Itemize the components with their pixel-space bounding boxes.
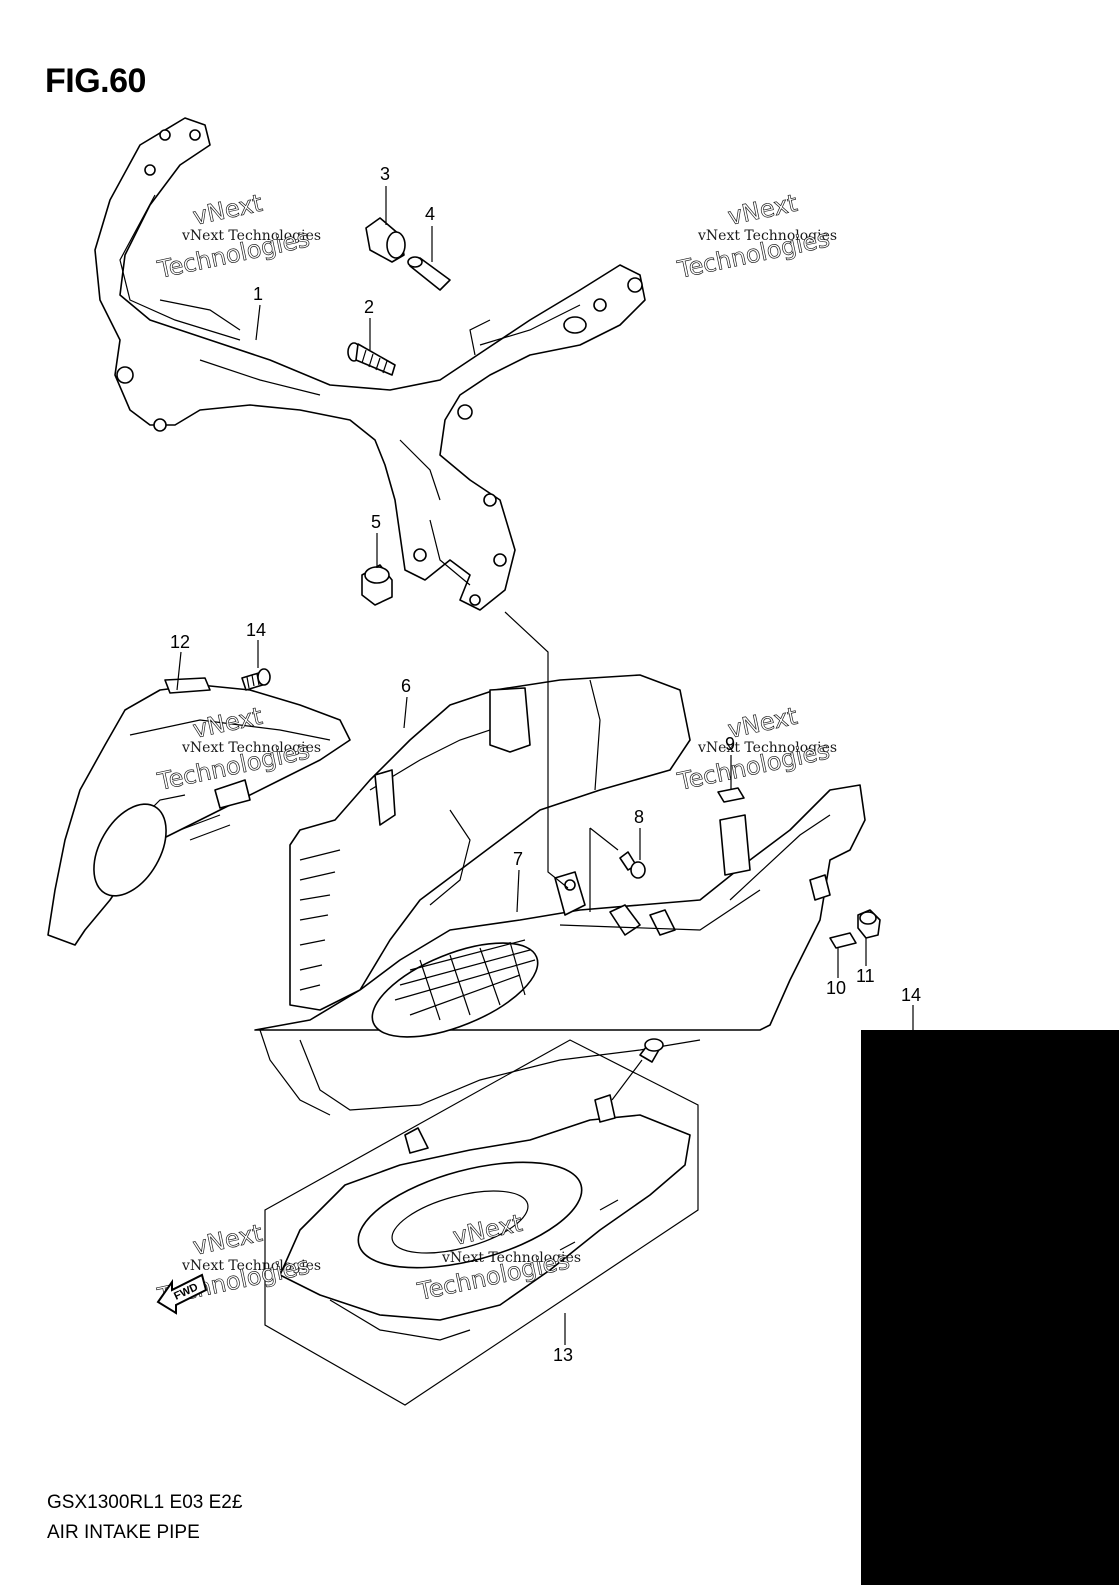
part-6-duct	[289, 674, 691, 1011]
svg-text:vNext: vNext	[190, 1219, 264, 1261]
callout-1: 1	[253, 284, 263, 304]
part-7-duct	[254, 784, 866, 1116]
callout-12: 12	[170, 632, 190, 652]
callout-11: 11	[856, 966, 875, 986]
part-1-bracket	[94, 117, 646, 611]
part-13-cover-assembly	[264, 1039, 699, 1406]
part-8-screw	[619, 851, 646, 879]
callout-7: 7	[513, 849, 523, 869]
part-14-screw-lower	[639, 1038, 664, 1063]
part-4-collar	[407, 256, 451, 291]
svg-text:vNext Technologies: vNext Technologies	[697, 740, 837, 756]
callout-5: 5	[371, 512, 381, 532]
part-11-nut	[857, 909, 881, 939]
part-14-screw	[241, 668, 271, 691]
redaction-block	[861, 1030, 1119, 1585]
callout-13: 13	[553, 1345, 573, 1365]
part-2-bolt	[347, 342, 396, 376]
watermark-1: vNext vNext Technologies Technologies	[154, 189, 321, 285]
callout-2: 2	[364, 297, 374, 317]
svg-text:vNext: vNext	[725, 702, 799, 744]
callout-9: 9	[725, 734, 735, 754]
callout-14-upper: 14	[246, 620, 266, 640]
part-3-cushion	[365, 217, 406, 263]
callout-labels: 3 4 1 2 5 12 14 6 9 8 7 10 11 14 13	[170, 164, 921, 1365]
svg-text:vNext Technologies: vNext Technologies	[181, 1258, 321, 1274]
footer-model-code: GSX1300RL1 E03 E2£	[47, 1492, 243, 1513]
svg-text:vNext: vNext	[725, 189, 799, 231]
callout-10: 10	[826, 978, 846, 998]
callout-6: 6	[401, 676, 411, 696]
svg-text:vNext Technologies: vNext Technologies	[441, 1250, 581, 1266]
leader-lines	[176, 186, 914, 1345]
watermark-4: vNext vNext Technologies Technologies	[674, 702, 837, 797]
footer-part-name: AIR INTAKE PIPE	[47, 1522, 200, 1543]
callout-3: 3	[380, 164, 390, 184]
svg-text:vNext: vNext	[190, 189, 264, 231]
part-12-cover	[47, 677, 351, 946]
figure-title: FIG.60	[45, 62, 146, 100]
callout-14-lower: 14	[901, 985, 921, 1005]
part-5-grommet	[361, 564, 393, 606]
fwd-arrow-icon: FWD	[156, 1273, 208, 1315]
part-10-clip	[829, 932, 857, 949]
callout-8: 8	[634, 807, 644, 827]
callout-4: 4	[425, 204, 435, 224]
part-9-clip	[717, 787, 745, 803]
svg-text:vNext Technologies: vNext Technologies	[697, 228, 837, 244]
watermark-2: vNext vNext Technologies Technologies	[674, 189, 837, 285]
svg-text:vNext Technologies: vNext Technologies	[181, 228, 321, 244]
svg-text:vNext Technologies: vNext Technologies	[181, 740, 321, 756]
